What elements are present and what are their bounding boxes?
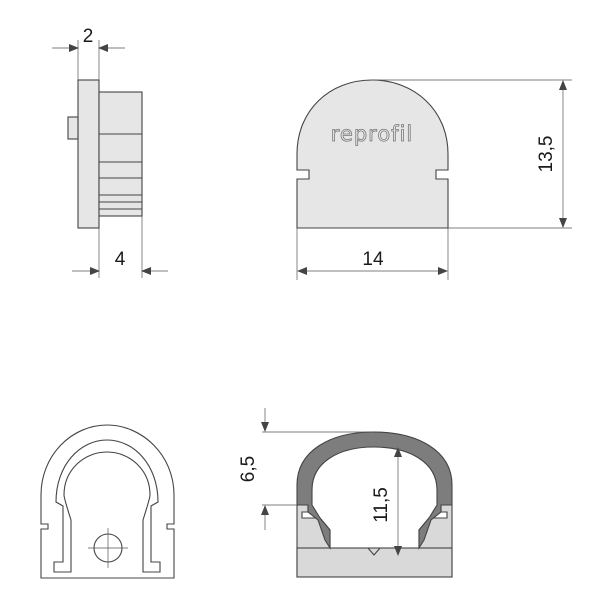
- dimension-label-side-thickness: 2: [83, 26, 94, 47]
- section-view-floor: [296, 547, 453, 578]
- side-view-nub: [67, 116, 79, 140]
- side-view: 2 4: [52, 26, 168, 278]
- dimension-label-section-upper: 6,5: [238, 456, 259, 482]
- front-view-cap-shape: [296, 79, 449, 229]
- side-view-body: [98, 91, 143, 217]
- section-view-cap: [296, 431, 453, 550]
- section-view-notch: [367, 547, 381, 556]
- dimension-label-side-depth: 4: [115, 249, 126, 270]
- reprofil-logo: reprofil: [331, 122, 414, 146]
- dimension-label-front-width: 14: [362, 249, 384, 270]
- back-view-outline: [40, 424, 175, 579]
- section-view: 6,5 11,5: [238, 408, 453, 578]
- front-view: reprofil 13,5 14: [296, 79, 572, 280]
- back-view-channel: [53, 439, 161, 573]
- dimension-label-section-inner: 11,5: [371, 487, 392, 523]
- dimension-label-front-height: 13,5: [536, 136, 557, 173]
- back-view: [40, 424, 175, 579]
- side-view-flange: [77, 79, 100, 229]
